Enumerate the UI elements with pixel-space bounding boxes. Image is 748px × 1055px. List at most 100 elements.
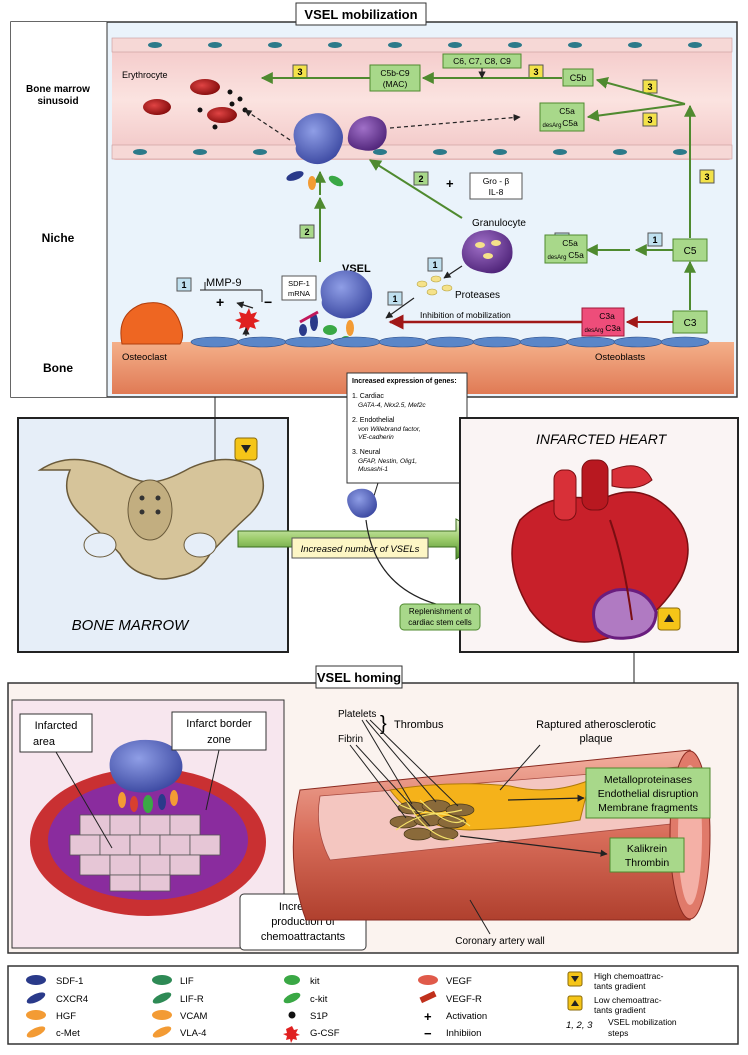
osteoclast-cell xyxy=(120,302,184,345)
label-genes-cardiac_head: 1. Cardiac xyxy=(352,393,384,400)
legend-ckit: c-kit xyxy=(310,994,328,1005)
legend-vegfr: VEGF-R xyxy=(446,994,482,1005)
legend-cxcr4: CXCR4 xyxy=(56,994,88,1005)
legend-gcsf: G-CSF xyxy=(310,1028,340,1039)
label-mobilization-steps-s3: 3 xyxy=(533,67,538,77)
label-homing-metallo_1: Metalloproteinases xyxy=(604,774,692,786)
label-genes-title: Increased expression of genes: xyxy=(352,378,457,385)
legend-high-2: tants gradient xyxy=(594,981,646,991)
label-homing-metallo_2: Endothelial disruption xyxy=(598,788,699,800)
label-mobilization-labels-c5: C5 xyxy=(684,246,697,257)
kalikrein-box: Kalikrein Thrombin xyxy=(609,837,685,873)
thrombus-label: Thrombus xyxy=(394,719,444,731)
label-homing-border_2: zone xyxy=(207,734,231,746)
label-mobilization-steps-s1: 1 xyxy=(652,235,657,245)
mac-box: C5b-C9 (MAC) xyxy=(369,64,421,92)
granulocyte-in-vessel xyxy=(347,116,387,151)
label-middle-replenish_1: Replenishment of xyxy=(409,607,472,616)
mobilization-title: VSEL mobilization xyxy=(304,7,417,22)
erythrocyte-label: Erythrocyte xyxy=(122,70,168,80)
legend-activation: Activation xyxy=(446,1011,487,1022)
osteoblasts-label: Osteoblasts xyxy=(595,352,645,363)
complement-arrows xyxy=(260,72,696,310)
legend-inhibition: Inhibiion xyxy=(446,1028,481,1039)
label-mobilization-labels-c3a_desarg: desArg xyxy=(584,328,603,334)
callout-lines xyxy=(349,719,541,827)
label-mobilization-steps-s3: 3 xyxy=(647,82,652,92)
increased-vsels-box: Increased number of VSELs xyxy=(291,537,429,559)
gene-expression-box: Increased expression of genes: 1. Cardia… xyxy=(346,372,468,484)
label-mobilization-steps-s1: 1 xyxy=(181,280,186,290)
label-mobilization-steps-s3: 3 xyxy=(704,172,709,182)
raptured-label-2: plaque xyxy=(579,733,612,745)
label-mobilization-labels-sdf_line2: mRNA xyxy=(288,289,310,298)
label-middle-replenish_2: cardiac stem cells xyxy=(408,618,472,627)
label-mobilization-steps-s3: 3 xyxy=(647,115,652,125)
legend-minus-sign: − xyxy=(424,1026,432,1041)
protease-dots xyxy=(416,275,453,296)
mobilization-panel: VSEL mobilization Bone marrow sinusoid N… xyxy=(10,2,738,398)
label-homing-metallo_3: Membrane fragments xyxy=(598,802,698,814)
legend-low-1: Low chemoattrac- xyxy=(594,995,662,1005)
label-genes-neural_genes_2: Musashi-1 xyxy=(358,466,388,473)
legend-vla4: VLA-4 xyxy=(180,1028,206,1039)
fibrin-strands xyxy=(391,795,471,841)
label-mobilization-labels-mac_line1: C5b-C9 xyxy=(380,68,410,78)
replenishment-box: Replenishment of cardiac stem cells xyxy=(399,603,481,631)
c5-box: C5 xyxy=(672,238,708,262)
c3a-box: C3a desArg C3a xyxy=(581,307,625,337)
legend-steps-1: VSEL mobilization xyxy=(608,1017,677,1027)
low-gradient-badge xyxy=(657,607,681,631)
legend-sdf1: SDF-1 xyxy=(56,976,83,987)
legend-kit: kit xyxy=(310,976,320,987)
heart-illustration xyxy=(511,459,689,643)
label-mobilization-labels-c3: C3 xyxy=(684,318,697,329)
plus-gro: + xyxy=(446,176,454,191)
legend-steps-2: steps xyxy=(608,1028,628,1038)
middle-section: BONE MARROW Increased expression of gene… xyxy=(17,372,739,690)
label-mobilization-steps-s3: 3 xyxy=(297,67,302,77)
thrombus-brace: } xyxy=(380,713,387,735)
label-mobilization-steps-s1: 1 xyxy=(392,294,397,304)
label-genes-endo_genes_1: von Willebrand factor, xyxy=(358,426,421,433)
thrombus-clot xyxy=(389,799,475,841)
homing-title: VSEL homing xyxy=(317,670,401,685)
label-mobilization-steps-s2: 2 xyxy=(418,174,423,184)
dashed-arrows xyxy=(244,109,521,141)
label-homing-border_1: Infarct border xyxy=(186,718,252,730)
label-homing-kalik_2: Thrombin xyxy=(625,857,670,869)
osteoclast-label: Osteoclast xyxy=(122,352,167,363)
legend-plus-sign: + xyxy=(424,1009,432,1024)
label-mobilization-labels-c5a_mid_2: C5a xyxy=(568,250,584,260)
vsel-homing-cell xyxy=(109,739,183,813)
label-genes-endo_head: 2. Endothelial xyxy=(352,417,395,424)
label-mobilization-labels-c5a_mid_1: C5a xyxy=(562,238,578,248)
label-mobilization-labels-gro_line2: IL-8 xyxy=(489,187,504,197)
inhibition-label: Inhibition of mobilization xyxy=(420,310,511,320)
label-mobilization-steps-s1: 1 xyxy=(432,260,437,270)
raptured-label-1: Raptured atherosclerotic xyxy=(536,719,656,731)
label-homing-kalik_1: Kalikrein xyxy=(627,843,667,855)
label-mobilization-labels-c5a_top_1: C5a xyxy=(559,106,575,116)
fibrin-label: Fibrin xyxy=(338,734,363,745)
label-mobilization-labels-c6c9: C6, C7, C8, C9 xyxy=(453,56,511,66)
metallo-box: Metalloproteinases Endothelial disruptio… xyxy=(585,767,711,819)
label-homing-chemo_3: chemoattractants xyxy=(261,931,346,943)
granulocyte-label: Granulocyte xyxy=(472,218,526,229)
c6c9-box: C6, C7, C8, C9 xyxy=(442,53,522,69)
legend-lifr: LIF-R xyxy=(180,994,204,1005)
label-genes-endo_genes_2: VE-cadherin xyxy=(358,434,394,441)
label-mobilization-labels-mac_line2: (MAC) xyxy=(383,79,408,89)
label-mobilization-labels-gro_line1: Gro - β xyxy=(483,176,510,186)
label-mobilization-labels-c3a_1: C3a xyxy=(599,311,615,321)
label-homing-infarcted_1: Infarcted xyxy=(35,720,78,732)
pelvis-illustration xyxy=(37,458,265,580)
vsel-middle xyxy=(347,488,377,518)
label-mobilization-labels-sdf_line1: SDF-1 xyxy=(288,279,310,288)
c5a-top-box: C5a desArg C5a xyxy=(539,102,585,132)
c5a-mid-box: C5a desArg C5a xyxy=(544,234,588,264)
gcsf-star xyxy=(235,308,260,333)
legend-low-2: tants gradient xyxy=(594,1005,646,1015)
zone-label-sinusoid: Bone marrow xyxy=(26,84,90,95)
label-mobilization-labels-c5a_mid_desarg: desArg xyxy=(547,255,566,261)
